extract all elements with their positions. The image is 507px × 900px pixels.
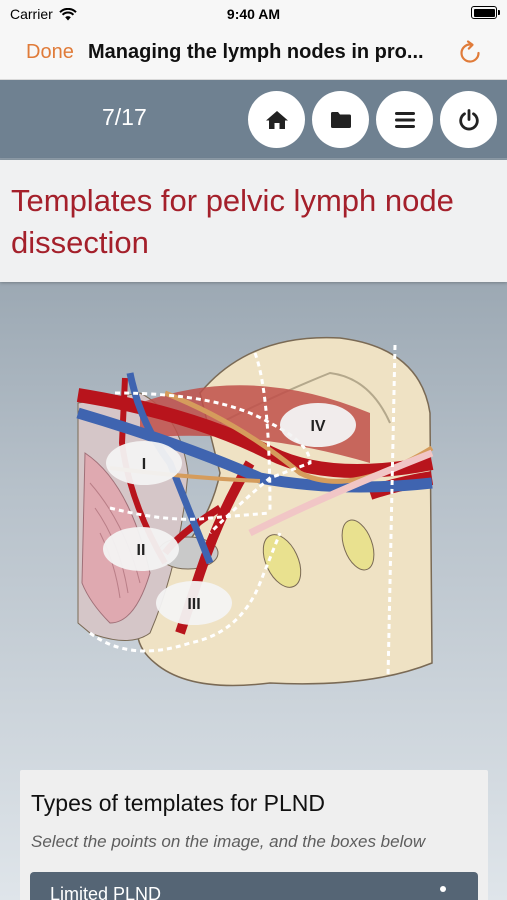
template-option-label: Limited PLND bbox=[50, 884, 162, 900]
home-button[interactable] bbox=[248, 91, 305, 148]
power-button[interactable] bbox=[440, 91, 497, 148]
region-label-iii[interactable]: III bbox=[156, 581, 232, 625]
home-icon bbox=[265, 110, 288, 129]
templates-info-card: Types of templates for PLND Select the p… bbox=[20, 770, 488, 900]
svg-text:IV: IV bbox=[310, 418, 325, 435]
pelvic-anatomy-illustration[interactable]: I II III IV bbox=[70, 333, 440, 703]
reload-icon[interactable] bbox=[455, 38, 485, 68]
page-indicator: 7/17 bbox=[102, 104, 147, 130]
battery-icon bbox=[471, 6, 500, 19]
slide-heading: Templates for pelvic lymph node dissecti… bbox=[11, 183, 454, 260]
carrier-info: Carrier bbox=[10, 6, 77, 22]
menu-button[interactable] bbox=[376, 91, 433, 148]
slide-title-card: Templates for pelvic lymph node dissecti… bbox=[0, 160, 507, 282]
slide-toolbar: 7/17 bbox=[0, 80, 507, 158]
svg-text:III: III bbox=[187, 596, 200, 613]
info-icon bbox=[440, 886, 446, 892]
slide-content: Templates for pelvic lymph node dissecti… bbox=[0, 158, 507, 900]
carrier-label: Carrier bbox=[10, 6, 53, 22]
status-bar: Carrier 9:40 AM bbox=[0, 0, 507, 28]
region-label-ii[interactable]: II bbox=[103, 527, 179, 571]
card-subtitle: Select the points on the image, and the … bbox=[31, 832, 426, 851]
region-label-iv[interactable]: IV bbox=[280, 403, 356, 447]
folder-icon bbox=[330, 111, 351, 128]
card-title: Types of templates for PLND bbox=[31, 790, 326, 816]
folder-button[interactable] bbox=[312, 91, 369, 148]
page-title: Managing the lymph nodes in pro... bbox=[88, 41, 424, 63]
navigation-bar: Done Managing the lymph nodes in pro... bbox=[0, 28, 507, 80]
done-button[interactable]: Done bbox=[26, 41, 74, 63]
svg-text:I: I bbox=[142, 456, 146, 473]
svg-text:II: II bbox=[137, 542, 146, 559]
clock: 9:40 AM bbox=[226, 6, 281, 22]
template-option-row[interactable]: Limited PLND bbox=[30, 872, 478, 900]
menu-icon bbox=[394, 111, 415, 128]
wifi-icon bbox=[59, 7, 77, 20]
power-icon bbox=[458, 108, 479, 130]
region-label-i[interactable]: I bbox=[106, 441, 182, 485]
